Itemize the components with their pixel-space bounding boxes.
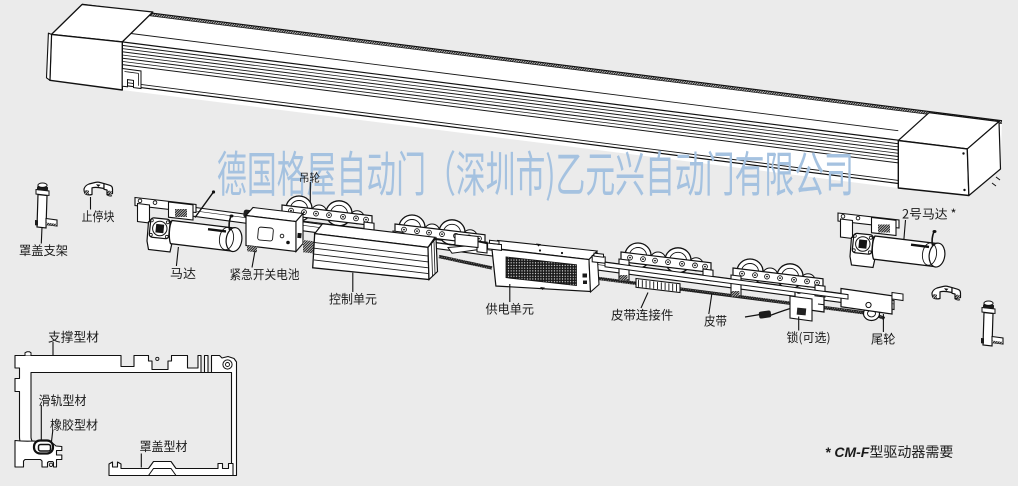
svg-text:马达: 马达 [170,263,197,282]
svg-text:紧急开关电池: 紧急开关电池 [230,264,300,283]
svg-text:支撑型材: 支撑型材 [48,327,99,346]
svg-text:皮带连接件: 皮带连接件 [611,305,673,324]
svg-text:橡胶型材: 橡胶型材 [50,415,98,434]
svg-text:锁(可选): 锁(可选) [787,327,831,346]
svg-text:吊轮: 吊轮 [299,170,320,186]
svg-text:罩盖支架: 罩盖支架 [19,240,68,259]
svg-text:皮带: 皮带 [704,311,727,330]
svg-text:* CM-F型驱动器需要: * CM-F型驱动器需要 [825,442,953,462]
svg-text:控制单元: 控制单元 [329,289,377,308]
svg-text:供电单元: 供电单元 [486,299,535,318]
svg-text:滑轨型材: 滑轨型材 [39,390,87,409]
svg-text:尾轮: 尾轮 [871,329,896,348]
svg-text:止停块: 止停块 [82,206,115,225]
svg-text:德国格屋自动门（深圳市)乙元兴自动门有限公司: 德国格屋自动门（深圳市)乙元兴自动门有限公司 [217,136,854,206]
svg-text:罩盖型材: 罩盖型材 [140,436,188,455]
svg-text:2号马达 *: 2号马达 * [902,204,957,223]
